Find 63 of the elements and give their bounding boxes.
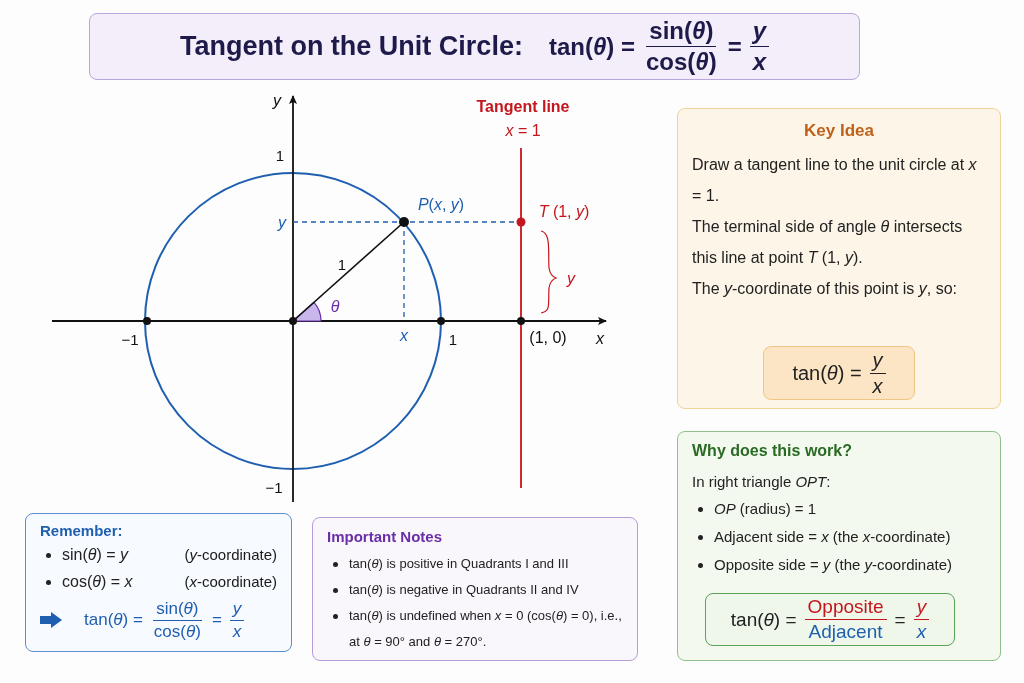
denominator: x bbox=[871, 373, 884, 398]
denominator: Adjacent bbox=[807, 620, 884, 643]
body-text: Draw a tangent line to the unit circle at x = 1. bbox=[692, 155, 978, 206]
formula-box bbox=[763, 346, 915, 400]
coordinate-label: x bbox=[400, 327, 408, 345]
brace-label: y bbox=[567, 270, 575, 288]
coordinate-label: y bbox=[278, 214, 286, 232]
bullet-text: tan(θ) is negative in Quadrants II and IV bbox=[327, 577, 623, 603]
formula-text: = bbox=[727, 32, 742, 61]
angle-label: θ bbox=[330, 298, 340, 316]
body-text: The terminal side of angle θ intersects this line at point T (1, y). bbox=[692, 217, 964, 268]
bullet-text: Opposite side = y (the y-coordinate) bbox=[692, 551, 986, 579]
tick-label: 1 bbox=[448, 330, 458, 348]
body-text: The y-coordinate of this point is y, so: bbox=[692, 279, 958, 299]
point-label: T (1, y) bbox=[538, 203, 590, 221]
axis-label: x bbox=[596, 330, 604, 348]
card-heading: Key Idea bbox=[803, 121, 875, 141]
bullet-text: sin(θ) = y bbox=[40, 541, 163, 568]
numerator: y bbox=[869, 348, 886, 374]
bullet-text: OP (radius) = 1 bbox=[692, 495, 986, 523]
numerator: sin(θ) bbox=[153, 599, 202, 621]
tick-label: −1 bbox=[265, 478, 283, 496]
numerator: y bbox=[913, 596, 930, 620]
card-heading: Remember: bbox=[40, 522, 124, 539]
title-banner bbox=[89, 13, 860, 80]
tick-label: −1 bbox=[121, 330, 139, 348]
explanation-card bbox=[677, 431, 1001, 661]
body-text: In right triangle OPT: bbox=[692, 472, 832, 492]
card-heading: Important Notes bbox=[327, 528, 443, 545]
denominator: x bbox=[751, 47, 768, 76]
numerator: y bbox=[749, 17, 770, 47]
denominator: cos(θ) bbox=[644, 47, 718, 76]
formula-text: tan(θ) = bbox=[730, 608, 797, 631]
point-label: P(x, y) bbox=[417, 196, 465, 214]
line-label: x = 1 bbox=[505, 122, 541, 140]
reminder-card bbox=[25, 513, 292, 652]
formula-text: tan(θ) = bbox=[84, 610, 143, 631]
card-heading: Why does this work? bbox=[692, 442, 853, 460]
length-label: 1 bbox=[337, 255, 347, 273]
tick-label: 1 bbox=[275, 146, 285, 164]
axis-label: y bbox=[273, 92, 281, 110]
point-label: (1, 0) bbox=[529, 329, 567, 347]
note-text: (y-coordinate) bbox=[184, 546, 277, 563]
denominator: x bbox=[231, 620, 243, 642]
key-idea-card bbox=[677, 108, 1001, 409]
notes-card bbox=[312, 517, 638, 661]
formula-text: = bbox=[894, 608, 906, 631]
formula-box bbox=[705, 593, 955, 646]
bullet-text: cos(θ) = x bbox=[40, 568, 163, 595]
numerator: y bbox=[229, 599, 245, 621]
numerator: sin(θ) bbox=[646, 17, 717, 47]
bullet-text: tan(θ) is positive in Quadrants I and III bbox=[327, 551, 623, 577]
title-text: Tangent on the Unit Circle: bbox=[179, 31, 523, 62]
formula-text: = bbox=[211, 610, 222, 631]
note-text: (x-coordinate) bbox=[184, 573, 277, 590]
formula-text: tan(θ) = bbox=[548, 32, 635, 61]
denominator: x bbox=[915, 620, 928, 643]
bullet-text: Adjacent side = x (the x-coordinate) bbox=[692, 523, 986, 551]
bullet-text: tan(θ) is undefined when x = 0 (cos(θ) = 0), i.e., at θ = 90° and θ = 270°. bbox=[327, 603, 623, 655]
numerator: Opposite bbox=[804, 596, 887, 620]
line-label: Tangent line bbox=[476, 98, 570, 116]
denominator: cos(θ) bbox=[152, 620, 202, 642]
formula-text: tan(θ) = bbox=[792, 361, 862, 385]
